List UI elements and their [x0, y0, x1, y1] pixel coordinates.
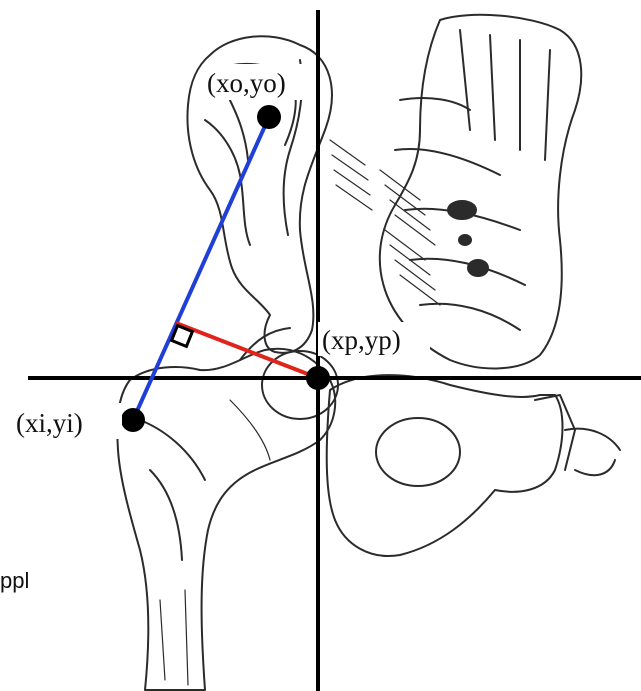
pubis-outline — [327, 375, 563, 556]
origin-point — [257, 105, 281, 129]
cropped-text: ppl — [0, 568, 29, 594]
origin-point-label: (xo,yo) — [207, 68, 286, 98]
insertion-point — [121, 408, 145, 432]
insertion-point-label: (xi,yi) — [16, 408, 83, 438]
line-of-action — [133, 117, 269, 420]
right-angle-marker — [172, 326, 193, 347]
obturator-foramen — [376, 418, 460, 486]
femur-outline — [117, 349, 335, 690]
sacrum-outline — [380, 15, 581, 369]
pivot-point-label: (xp,yp) — [322, 325, 401, 355]
pivot-point — [306, 366, 330, 390]
